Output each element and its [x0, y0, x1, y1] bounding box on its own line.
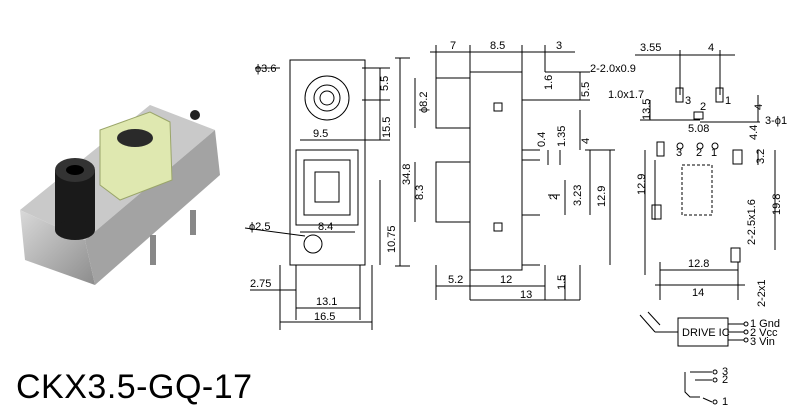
dim-34-8: 34.8: [401, 164, 413, 185]
dim-13-1: 13.1: [316, 296, 337, 308]
dim-16-5: 16.5: [314, 311, 335, 323]
jack-pin-2: 2: [722, 374, 728, 386]
dim-13: 13: [520, 289, 532, 301]
ic-label: DRIVE IC: [682, 327, 730, 339]
jack-pin-1: 1: [722, 396, 728, 408]
dim-pad-1x17: 1.0x1.7: [608, 89, 644, 101]
dim-phi25: ϕ2.5: [249, 221, 270, 233]
pin-3-fp: 3: [685, 95, 691, 107]
dim-phi82: ϕ8.2: [418, 92, 430, 113]
dim-2-75: 2.75: [250, 278, 271, 290]
dim-1-6: 1.6: [543, 75, 555, 90]
dim-2: 2: [548, 194, 560, 200]
dim-7: 7: [450, 40, 456, 52]
dim-1-5: 1.5: [556, 275, 568, 290]
part-number-title: CKX3.5-GQ-17: [16, 368, 253, 406]
dim-12-8: 12.8: [688, 258, 709, 270]
dim-4-4: 4.4: [748, 125, 760, 140]
dim-3-23: 3.23: [572, 185, 584, 206]
ic-pin-vin: 3 Vin: [750, 336, 775, 348]
dim-4-side: 4: [580, 138, 592, 144]
dim-8-3: 8.3: [414, 185, 426, 200]
dim-5-2: 5.2: [448, 274, 463, 286]
dim-8-4: 8.4: [318, 221, 333, 233]
dim-3: 3: [556, 40, 562, 52]
dim-1-35: 1.35: [556, 126, 568, 147]
ic-pin-vcc: 2 Vcc: [750, 327, 778, 339]
dim-10-75: 10.75: [386, 225, 398, 253]
dim-12-9-side: 12.9: [596, 186, 608, 207]
dim-3-2: 3.2: [755, 149, 767, 164]
dim-8-5: 8.5: [490, 40, 505, 52]
dim-5-5-front: 5.5: [379, 76, 391, 91]
dim-13-5: 13.5: [641, 99, 653, 120]
pin-2-fp: 2: [700, 101, 706, 113]
dim-3-55: 3.55: [640, 42, 661, 54]
pin-2-hole: 2: [696, 147, 702, 159]
dim-phi36: ϕ3.6: [255, 63, 276, 75]
pin-1-hole: 1: [711, 147, 717, 159]
dim-slot: 2-2.5x1.6: [746, 199, 758, 245]
jack-pin-3: 3: [722, 366, 728, 378]
dim-4-right: 4: [753, 104, 765, 110]
dim-5-5-side: 5.5: [580, 82, 592, 97]
dim-0-4: 0.4: [536, 132, 548, 147]
dim-15-5: 15.5: [381, 117, 393, 138]
pin-3-hole: 3: [676, 147, 682, 159]
dim-3-holes: 3-ϕ1: [765, 115, 787, 127]
product-photo: [20, 105, 220, 285]
dim-19-8: 19.8: [771, 194, 783, 215]
dim-5-08: 5.08: [688, 123, 709, 135]
dim-14: 14: [692, 287, 704, 299]
dim-12: 12: [500, 274, 512, 286]
ic-pin-gnd: 1 Gnd: [750, 318, 780, 330]
dim-9-5: 9.5: [313, 128, 328, 140]
pin-1-fp: 1: [725, 95, 731, 107]
dim-4-top: 4: [708, 42, 714, 54]
dim-pad-2x1: 2-2x1: [756, 279, 768, 307]
dim-12-9-fp: 12.9: [636, 174, 648, 195]
dim-pad-2x09: 2-2.0x0.9: [590, 63, 636, 75]
